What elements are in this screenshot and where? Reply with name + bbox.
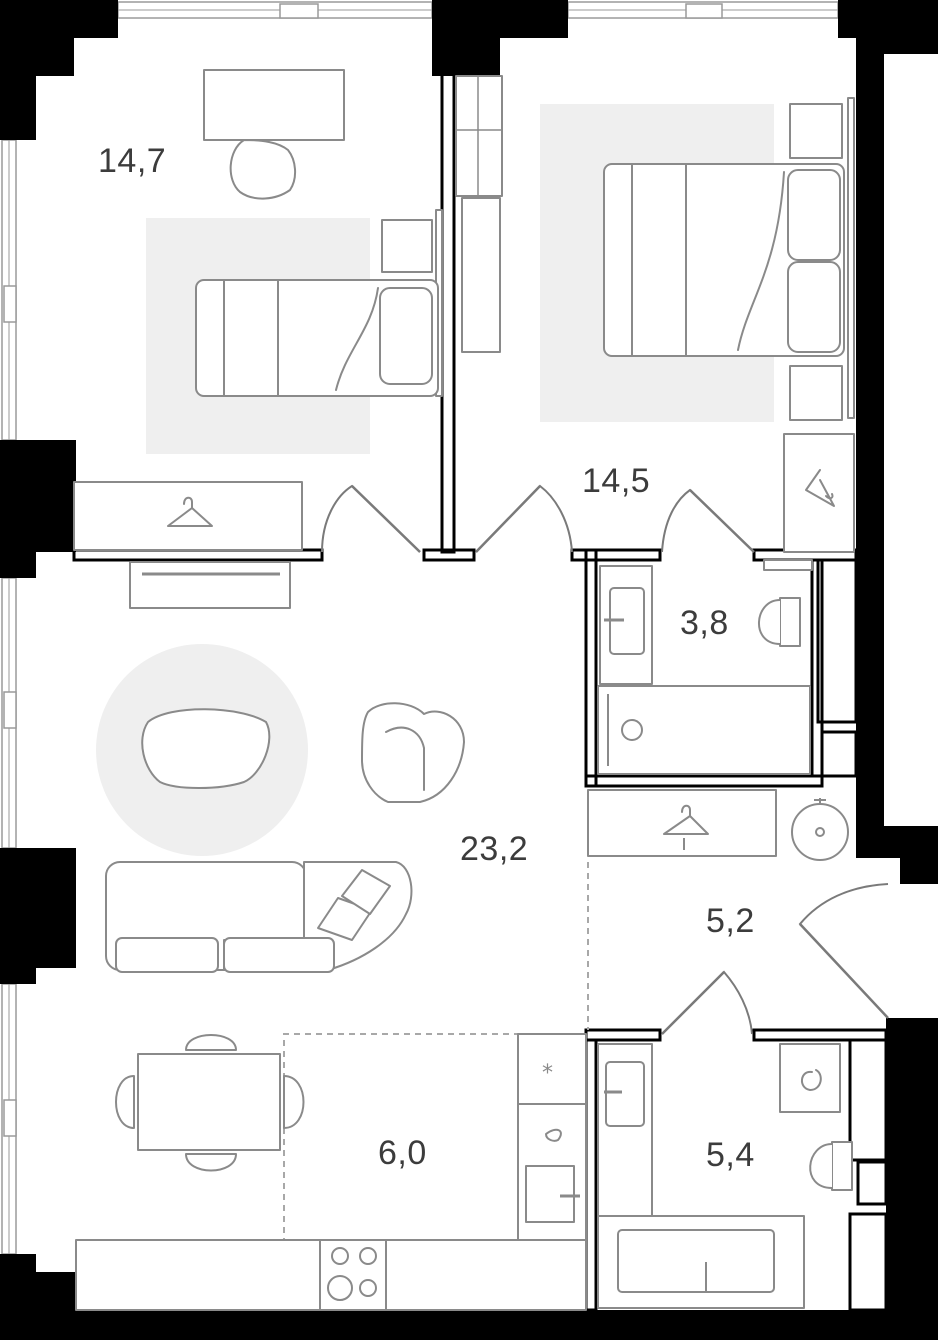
doors: [321, 484, 889, 1035]
living-room-furniture: [96, 644, 465, 973]
room-area-hallway: 5,2: [706, 902, 755, 940]
room-area-living-room: 23,2: [460, 830, 528, 868]
hanger-icon: [663, 804, 709, 850]
room-labels: 14,7 14,5 3,8 23,2 5,2 6,0 5,4: [98, 142, 755, 1174]
bedroom-1-furniture: [73, 69, 443, 609]
room-area-bathroom-2: 5,4: [706, 1136, 755, 1174]
bathroom-2-fixtures: [597, 1043, 853, 1309]
windows: [1, 1, 839, 1255]
hallway-furniture: [587, 789, 849, 1030]
room-area-kitchen: 6,0: [378, 1134, 427, 1172]
bathroom-1-fixtures: [597, 559, 813, 775]
room-area-bathroom-1: 3,8: [680, 604, 729, 642]
hanger-icon: [805, 469, 835, 507]
drop-icon: [545, 1128, 562, 1142]
boiler-icon: [815, 827, 825, 837]
snowflake-icon: *: [542, 1061, 553, 1086]
room-area-bedroom-2: 14,5: [582, 462, 650, 500]
washer-icon: [801, 1069, 822, 1091]
kitchen-furniture: [75, 1033, 587, 1311]
room-area-bedroom-1: 14,7: [98, 142, 166, 180]
bedroom-2-furniture: [455, 75, 855, 553]
hanger-icon: [167, 496, 213, 527]
